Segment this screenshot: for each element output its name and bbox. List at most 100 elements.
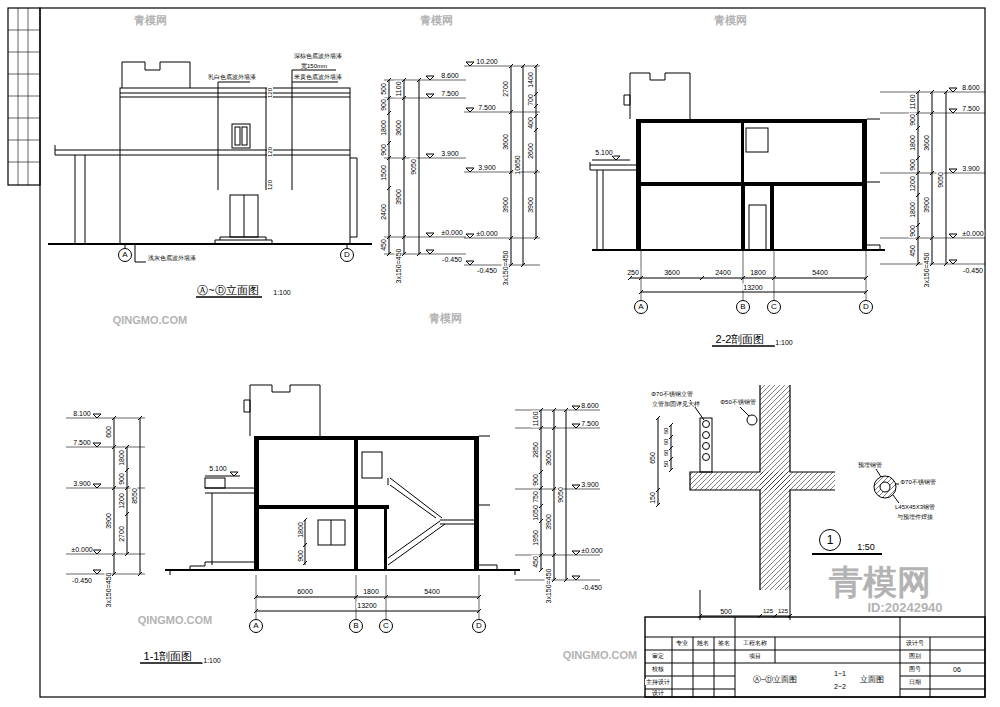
section-2-2-part-part bbox=[636, 119, 641, 250]
annotation-text: ±0.000 bbox=[580, 547, 603, 554]
annotation-text: 500 bbox=[719, 608, 733, 615]
grid-axis-bubble: B bbox=[349, 619, 363, 633]
grid-axis-bubble: D bbox=[472, 619, 486, 633]
dimension-text: 450 bbox=[380, 238, 387, 252]
dimension-text: 450 bbox=[909, 244, 916, 258]
annotation-text: 13200 bbox=[742, 284, 763, 291]
dimension-text: 1100 bbox=[395, 80, 402, 97]
section-1-1-part-part bbox=[474, 436, 479, 570]
elevation-view-part bbox=[235, 127, 240, 145]
elevation-view-part bbox=[215, 237, 272, 244]
annotation-text: 1:100 bbox=[774, 339, 794, 346]
section-2-2-part bbox=[592, 249, 885, 251]
watermark: 青模网 bbox=[133, 15, 168, 26]
section-1-1-part bbox=[572, 406, 580, 580]
annotation-text: ±0.000 bbox=[440, 229, 463, 236]
elevation-view-part bbox=[402, 78, 406, 256]
title-block-part bbox=[672, 617, 930, 697]
annotation-text: -0.450 bbox=[71, 577, 93, 584]
annotation-text: 日期 bbox=[908, 679, 922, 685]
detail-1-part bbox=[690, 385, 835, 590]
annotation-text: 深棕色底波外墙漆 bbox=[293, 53, 343, 59]
detail-1-part bbox=[690, 472, 835, 490]
section-1-1-part bbox=[552, 408, 556, 582]
dimension-text: 9050 bbox=[410, 158, 417, 176]
annotation-text: 审定 bbox=[651, 653, 665, 659]
annotation-text: 1:100 bbox=[272, 289, 292, 296]
annotation-text: 宽150mm bbox=[300, 63, 328, 69]
section-1-1-part bbox=[112, 416, 116, 576]
axis-label: D bbox=[863, 303, 869, 311]
axis-label: 1 bbox=[827, 534, 834, 546]
section-2-2-part-part bbox=[636, 182, 867, 186]
detail-1-part bbox=[669, 423, 673, 472]
section-1-1-part bbox=[205, 472, 240, 476]
section-1-1-part-part bbox=[354, 509, 358, 570]
section-1-1-part bbox=[479, 436, 490, 505]
axis-label: D bbox=[344, 251, 350, 259]
annotation-text: Φ70不锈钢管 bbox=[899, 479, 936, 485]
dimension-text: 1800 bbox=[380, 119, 387, 137]
level-column-part bbox=[509, 64, 513, 267]
section-2-2-part bbox=[630, 73, 690, 119]
dimension-text: 900 bbox=[380, 98, 387, 112]
section-2-2-part bbox=[930, 90, 934, 266]
section-1-1-part bbox=[254, 609, 481, 613]
annotation-text: 图别 bbox=[908, 653, 922, 659]
annotation-text: 预埋钢管 bbox=[857, 462, 883, 468]
axis-label: C bbox=[383, 622, 389, 630]
grid-axis-bubble: C bbox=[767, 300, 781, 314]
section-1-1-part bbox=[362, 452, 382, 478]
annotation-text: 7.500 bbox=[580, 420, 600, 427]
watermark: 青模网 bbox=[428, 313, 463, 324]
elevation-view-part bbox=[426, 76, 434, 254]
elevation-view-part bbox=[120, 93, 350, 155]
annotation-text: -0.450 bbox=[962, 267, 984, 274]
dimension-text: 750 bbox=[532, 490, 539, 504]
section-1-1-part bbox=[165, 569, 520, 571]
annotation-text: Ⓐ~Ⓓ立面图 bbox=[752, 676, 799, 684]
annotation-text: 8.600 bbox=[580, 402, 600, 409]
annotation-text: 13200 bbox=[356, 602, 377, 609]
annotation-text: Φ70不锈钢立管 bbox=[650, 391, 693, 397]
annotation-text: 5400 bbox=[811, 269, 829, 276]
grid-axis-bubble: A bbox=[118, 248, 132, 262]
dimension-text: 3x150=450 bbox=[105, 572, 112, 609]
axis-label: A bbox=[122, 251, 127, 259]
dimension-text: 1950 bbox=[532, 529, 539, 547]
section-1-1-part bbox=[318, 520, 345, 545]
dimension-text: 9050 bbox=[557, 486, 564, 504]
dimension-text: 2700 bbox=[118, 525, 125, 543]
detail-1-part bbox=[747, 415, 757, 425]
dimension-text: 3600 bbox=[545, 449, 552, 467]
dimension-text: 600 bbox=[105, 425, 112, 439]
annotation-text: 7.500 bbox=[477, 104, 497, 111]
dimension-text: 1200 bbox=[118, 492, 125, 510]
dimension-text: 60 bbox=[663, 427, 669, 436]
dimension-text: 3900 bbox=[105, 512, 112, 530]
dimension-text: 3900 bbox=[923, 196, 930, 214]
watermark: ID:20242940 bbox=[866, 601, 943, 614]
watermark: 青模网 bbox=[713, 15, 748, 26]
annotation-text: 125 bbox=[777, 608, 789, 614]
section-1-1-part bbox=[254, 595, 481, 599]
annotation-text: 8.100 bbox=[72, 410, 92, 417]
grid-axis-bubble: A bbox=[249, 619, 263, 633]
sheet-frame-part bbox=[40, 8, 985, 697]
dimension-text: 3900 bbox=[395, 188, 402, 206]
section-1-1-part-part bbox=[354, 440, 358, 505]
dimension-text: 1100 bbox=[532, 410, 539, 427]
level-column bbox=[464, 62, 540, 267]
annotation-text: 1:50 bbox=[856, 543, 876, 552]
axis-label: B bbox=[353, 622, 358, 630]
annotation-text: 1800 bbox=[362, 588, 380, 595]
dimension-text: 8550 bbox=[131, 487, 138, 505]
annotation-text: 立面图 bbox=[859, 676, 885, 684]
section-2-2-part bbox=[592, 156, 630, 160]
annotation-text: 8.600 bbox=[440, 72, 460, 79]
watermark: QINGMO.COM bbox=[562, 650, 639, 661]
section-1-1-part bbox=[125, 445, 129, 556]
elevation-view-part bbox=[122, 62, 190, 88]
title-block-part bbox=[645, 637, 985, 689]
section-2-2-part-part bbox=[862, 119, 867, 250]
